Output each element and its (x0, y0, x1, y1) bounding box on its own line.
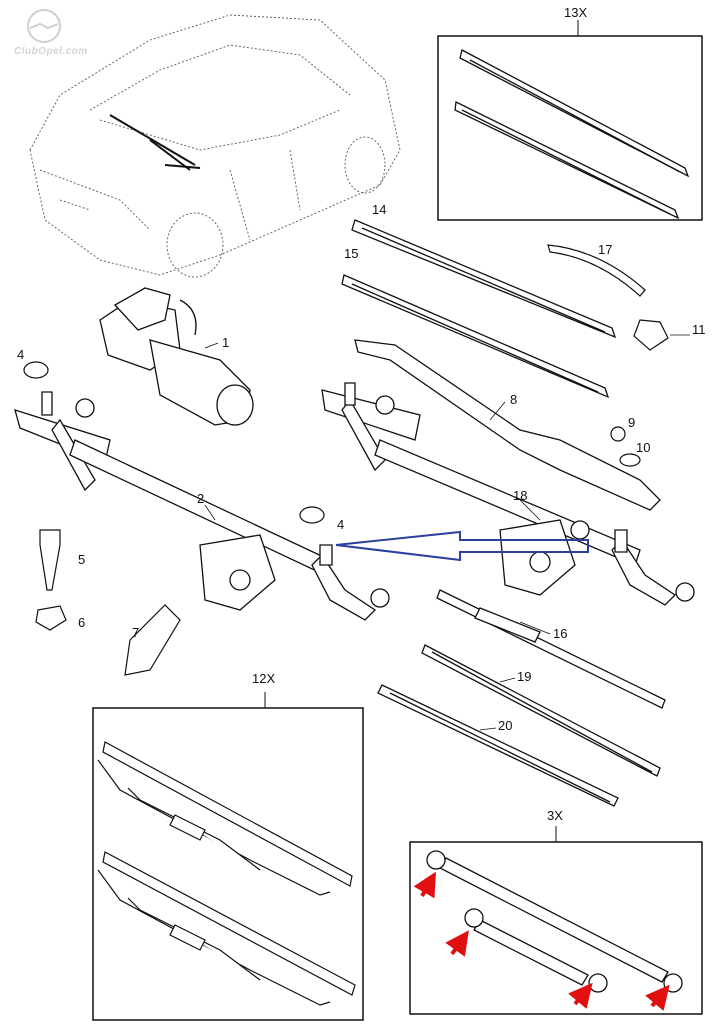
callout-15: 15 (344, 246, 359, 261)
left-linkage (14, 391, 390, 621)
wiper-blades-upper (341, 219, 617, 399)
callout-14: 14 (372, 202, 387, 217)
callout-1: 1 (222, 335, 230, 350)
callout-19: 19 (517, 669, 532, 684)
callout-11: 11 (692, 322, 706, 337)
callout-arrow (335, 530, 589, 562)
callout-6: 6 (78, 615, 86, 630)
wiper-arm (354, 339, 661, 511)
callout-10: 10 (636, 440, 651, 455)
right-linkage (321, 382, 695, 606)
car-outline (29, 14, 401, 278)
callout-17: 17 (598, 242, 613, 257)
opel-logo (27, 9, 61, 43)
callout-16: 16 (553, 626, 568, 641)
callout-13x: 13X (564, 5, 588, 20)
callout-9: 9 (628, 415, 636, 430)
callout-4-right: 4 (337, 517, 345, 532)
wiper-motor (99, 287, 254, 426)
callout-20: 20 (498, 718, 513, 733)
callout-18: 18 (513, 488, 528, 503)
callout-12x: 12X (252, 671, 276, 686)
car-windscreen-wiper (109, 114, 201, 171)
wiper-blades-lower (377, 589, 666, 807)
callout-2: 2 (197, 491, 205, 506)
red-marker-arrows (413, 871, 670, 1011)
small-parts (23, 244, 669, 676)
callout-5: 5 (78, 552, 86, 567)
callout-8: 8 (510, 392, 518, 407)
box-12x (92, 692, 364, 1021)
callout-3x: 3X (547, 808, 563, 823)
callout-7: 7 (132, 625, 140, 640)
watermark-text: ClubOpel.com (14, 46, 88, 57)
box-13x (437, 20, 703, 221)
callout-4-left: 4 (17, 347, 25, 362)
leader-lines (204, 334, 690, 731)
box-3x (409, 826, 703, 1015)
